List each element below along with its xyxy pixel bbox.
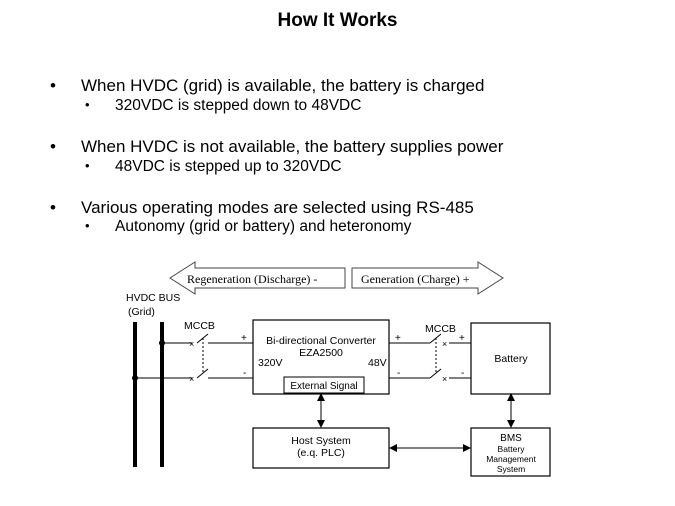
host-system-example: (e.q. PLC) xyxy=(297,447,345,459)
x-mark: × xyxy=(442,374,447,384)
bms-line4: System xyxy=(497,464,525,474)
bullet-1: • When HVDC (grid) is available, the bat… xyxy=(50,76,484,96)
plus-sign: + xyxy=(395,333,401,344)
x-mark: × xyxy=(189,374,194,384)
converter-model: EZA2500 xyxy=(299,347,343,359)
sub-bullet-dot: • xyxy=(85,158,90,173)
x-mark: × xyxy=(189,339,194,349)
regen-arrow xyxy=(169,261,346,295)
host-system-label: Host System xyxy=(291,435,351,447)
page-title: How It Works xyxy=(277,10,398,31)
gen-label: Generation (Charge) + xyxy=(361,272,470,286)
sub-bullet-3: • Autonomy (grid or battery) and heteron… xyxy=(85,218,411,236)
sub-bullet-2: • 48VDC is stepped up to 320VDC xyxy=(85,158,342,176)
hvdc-bus-bar-1 xyxy=(133,322,137,467)
battery-label: Battery xyxy=(494,353,528,365)
sub-bullet-3-text: Autonomy (grid or battery) and heteronom… xyxy=(115,218,412,235)
minus-sign: - xyxy=(397,368,400,379)
plus-sign: + xyxy=(241,333,247,344)
converter-title: Bi-directional Converter xyxy=(266,335,376,347)
sub-bullet-dot: • xyxy=(85,97,90,112)
minus-sign: - xyxy=(461,368,464,379)
gen-arrow xyxy=(351,261,504,295)
regen-label: Regeneration (Discharge) - xyxy=(187,272,317,286)
bms-box xyxy=(470,427,551,477)
x-mark: × xyxy=(442,339,447,349)
voltage-48: 48V xyxy=(368,357,387,369)
hvdc-bus-label: HVDC BUS xyxy=(126,292,180,304)
grid-label: (Grid) xyxy=(128,306,155,318)
bullet-3: • Various operating modes are selected u… xyxy=(50,198,474,218)
bullet-dot: • xyxy=(50,137,56,156)
bullet-2: • When HVDC is not available, the batter… xyxy=(50,137,503,157)
bullet-2-text: When HVDC is not available, the battery … xyxy=(81,137,504,156)
battery-box xyxy=(470,322,551,395)
bullet-1-text: When HVDC (grid) is available, the batte… xyxy=(81,76,485,95)
bms-line3: Management xyxy=(486,454,536,464)
external-signal-label: External Signal xyxy=(290,381,357,392)
sub-bullet-1-text: 320VDC is stepped down to 48VDC xyxy=(115,97,362,114)
sub-bullet-2-text: 48VDC is stepped up to 320VDC xyxy=(115,158,342,175)
mccb-right-switch xyxy=(429,368,442,379)
host-system-box xyxy=(252,427,390,469)
bullet-dot: • xyxy=(50,76,56,95)
minus-sign: - xyxy=(243,368,246,379)
mccb-right-label: MCCB xyxy=(425,323,456,335)
plus-sign: + xyxy=(459,333,465,344)
bms-line2: Battery xyxy=(498,444,526,454)
bullet-dot: • xyxy=(50,198,56,217)
bms-label: BMS xyxy=(500,433,522,444)
bullet-3-text: Various operating modes are selected usi… xyxy=(81,198,474,217)
mccb-left-switch xyxy=(196,368,209,379)
mccb-left-label: MCCB xyxy=(184,320,215,332)
voltage-320: 320V xyxy=(258,357,283,369)
sub-bullet-1: • 320VDC is stepped down to 48VDC xyxy=(85,97,361,115)
sub-bullet-dot: • xyxy=(85,218,90,233)
hvdc-bus-bar-2 xyxy=(160,322,164,467)
